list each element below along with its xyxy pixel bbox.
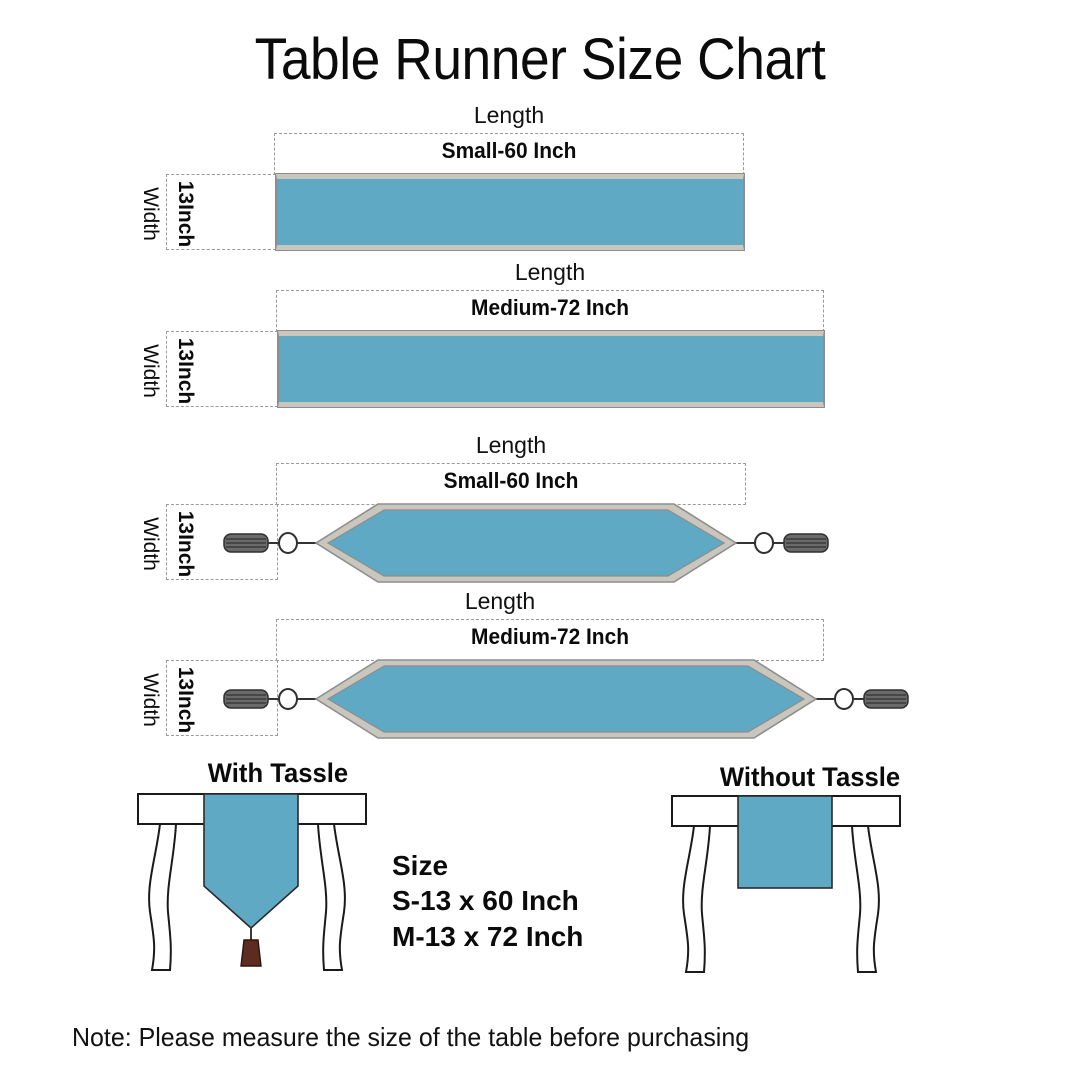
without-tassle-caption: Without Tassle <box>719 762 901 792</box>
size-small: S-13 x 60 Inch <box>392 885 579 917</box>
width-value-label: 13Inch <box>174 337 197 405</box>
width-label: Width <box>139 344 162 398</box>
table-without-tassle-illustration <box>664 790 914 980</box>
width-dimension-box <box>166 174 276 250</box>
runner-body-small-flat <box>275 173 745 251</box>
with-tassle-caption: With Tassle <box>207 758 349 788</box>
size-heading: Size <box>392 850 449 881</box>
tassel-right <box>816 688 909 710</box>
width-value-label: 13Inch <box>174 510 197 578</box>
length-label: Length <box>473 102 545 128</box>
runner-body-medium-pointed <box>216 654 916 744</box>
tassel-right <box>736 532 829 554</box>
size-medium: M-13 x 72 Inch <box>392 920 584 952</box>
width-label: Width <box>139 673 162 727</box>
runner-body-medium-flat <box>277 330 825 408</box>
runner-size-label: Small-60 Inch <box>441 138 577 163</box>
length-label: Length <box>514 259 586 285</box>
size-summary-block: Size S-13 x 60 Inch M-13 x 72 Inch <box>392 848 583 954</box>
length-label: Length <box>475 432 547 458</box>
runner-size-label: Medium-72 Inch <box>471 624 629 649</box>
tassel-left <box>223 688 316 710</box>
page-title: Table Runner Size Chart <box>254 27 826 92</box>
width-value-label: 13Inch <box>174 666 197 734</box>
runner-size-label: Medium-72 Inch <box>471 295 629 320</box>
tassel-left <box>223 532 316 554</box>
footer-note: Note: Please measure the size of the tab… <box>72 1022 750 1052</box>
width-value-label: 13Inch <box>174 180 197 248</box>
width-label: Width <box>139 517 162 571</box>
runner-size-label: Small-60 Inch <box>443 468 579 493</box>
table-with-tassle-illustration <box>130 788 380 978</box>
length-label: Length <box>464 588 536 614</box>
width-dimension-box <box>166 331 278 407</box>
runner-body-small-pointed <box>216 498 836 588</box>
width-label: Width <box>139 187 162 241</box>
